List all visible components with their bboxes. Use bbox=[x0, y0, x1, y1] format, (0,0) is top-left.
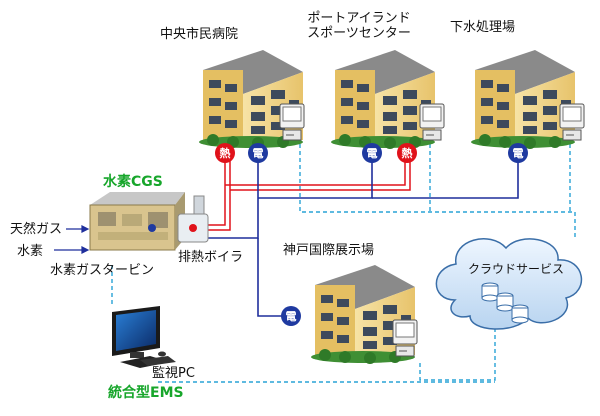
heat-lines bbox=[195, 160, 411, 231]
boiler-label: 排熱ボイラ bbox=[178, 250, 244, 265]
badge-circle bbox=[248, 143, 268, 163]
boiler-heat-node bbox=[189, 224, 197, 232]
badge-power-exhibition: 電 bbox=[281, 306, 301, 326]
cloud-service bbox=[435, 238, 583, 330]
ems-label: 統合型EMS bbox=[108, 385, 184, 401]
sewage-plant-label: 下水処理場 bbox=[450, 20, 516, 35]
turbine-power-node bbox=[148, 224, 156, 232]
svg-text:熱: 熱 bbox=[402, 146, 413, 160]
badge-circle bbox=[281, 306, 301, 326]
database-icon bbox=[481, 282, 529, 324]
badge-power-sports: 電 bbox=[362, 143, 382, 163]
power-line-exhibition bbox=[257, 238, 284, 317]
input-arrows bbox=[54, 225, 90, 254]
svg-text:電: 電 bbox=[253, 147, 264, 160]
monitor-pc-label: 監視PC bbox=[152, 366, 195, 381]
cgs-title: 水素CGS bbox=[103, 174, 163, 190]
turbine-label: 水素ガスタービン bbox=[50, 263, 155, 278]
cloud-label: クラウドサービス bbox=[468, 262, 565, 276]
badge-circle bbox=[397, 143, 417, 163]
sports-center-label-line2: スポーツセンター bbox=[307, 26, 411, 41]
sewage-terminal-icon bbox=[559, 103, 585, 141]
sports-terminal-icon bbox=[419, 103, 445, 141]
badge-heat-sports: 熱 bbox=[397, 143, 417, 163]
data-line-exhibition bbox=[419, 300, 496, 381]
sewage-plant-building bbox=[471, 50, 575, 149]
badge-power-sewage: 電 bbox=[508, 143, 528, 163]
input-hydrogen-label: 水素 bbox=[17, 244, 44, 259]
svg-text:電: 電 bbox=[513, 147, 524, 160]
input-gas-label: 天然ガス bbox=[10, 222, 63, 237]
badge-circle bbox=[508, 143, 528, 163]
sports-center-building bbox=[331, 50, 435, 149]
exhibition-terminal-icon bbox=[392, 319, 418, 357]
sports-center-label-line1: ポートアイランド bbox=[307, 11, 411, 26]
data-lines bbox=[111, 130, 576, 383]
svg-text:熱: 熱 bbox=[220, 146, 231, 160]
hospital-label: 中央市民病院 bbox=[160, 27, 239, 42]
badge-circle bbox=[215, 143, 235, 163]
monitor-pc-icon bbox=[112, 306, 176, 368]
svg-text:電: 電 bbox=[367, 147, 378, 160]
badge-circle bbox=[362, 143, 382, 163]
sports-center-label: ポートアイランド スポーツセンター bbox=[305, 11, 413, 41]
hospital-terminal-icon bbox=[279, 103, 305, 141]
badge-heat-hospital: 熱 bbox=[215, 143, 235, 163]
badge-power-hospital: 電 bbox=[248, 143, 268, 163]
svg-text:電: 電 bbox=[286, 310, 297, 323]
hydrogen-cgs-plant bbox=[89, 192, 209, 251]
exhibition-label: 神戸国際展示場 bbox=[283, 243, 375, 258]
data-line-hospital bbox=[299, 130, 576, 238]
